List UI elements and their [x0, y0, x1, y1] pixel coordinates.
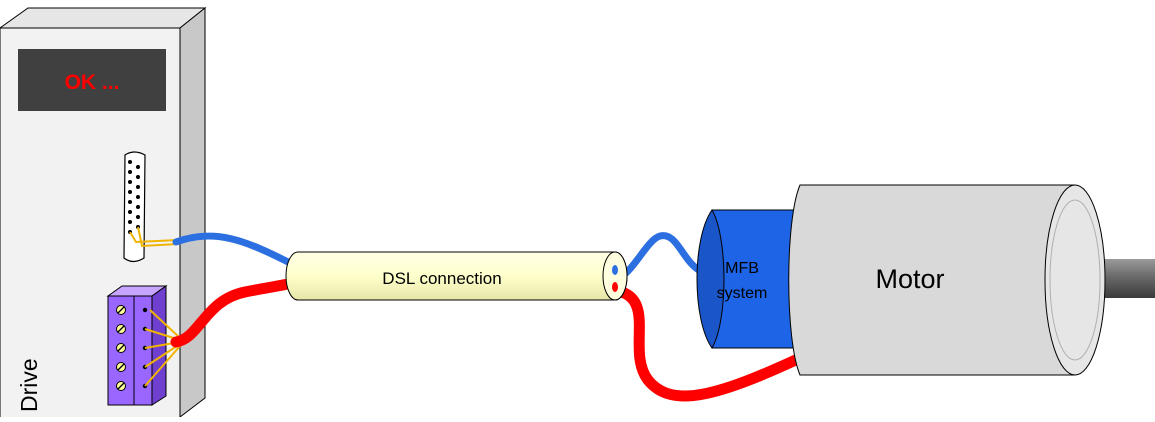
- drive-side-face: [179, 6, 206, 419]
- mfb-system: MFB system: [696, 209, 797, 349]
- motor: Motor: [788, 184, 1106, 376]
- motor-label: Motor: [875, 264, 944, 294]
- power-wire: [170, 277, 806, 402]
- drive: OK ... Drive: [0, 6, 207, 421]
- drive-label: Drive: [16, 358, 42, 412]
- drive-top-face: [0, 7, 207, 29]
- terminal-block: [106, 285, 181, 406]
- drive-status-display: [18, 49, 166, 111]
- dsl-cable-label: DSL connection: [382, 269, 501, 288]
- mfb-label-line2: system: [717, 285, 768, 302]
- dsub-connector: [123, 151, 179, 263]
- dsl-cable: DSL connection: [285, 251, 628, 301]
- drive-status-text: OK ...: [65, 71, 120, 94]
- mfb-label-line1: MFB: [725, 260, 759, 277]
